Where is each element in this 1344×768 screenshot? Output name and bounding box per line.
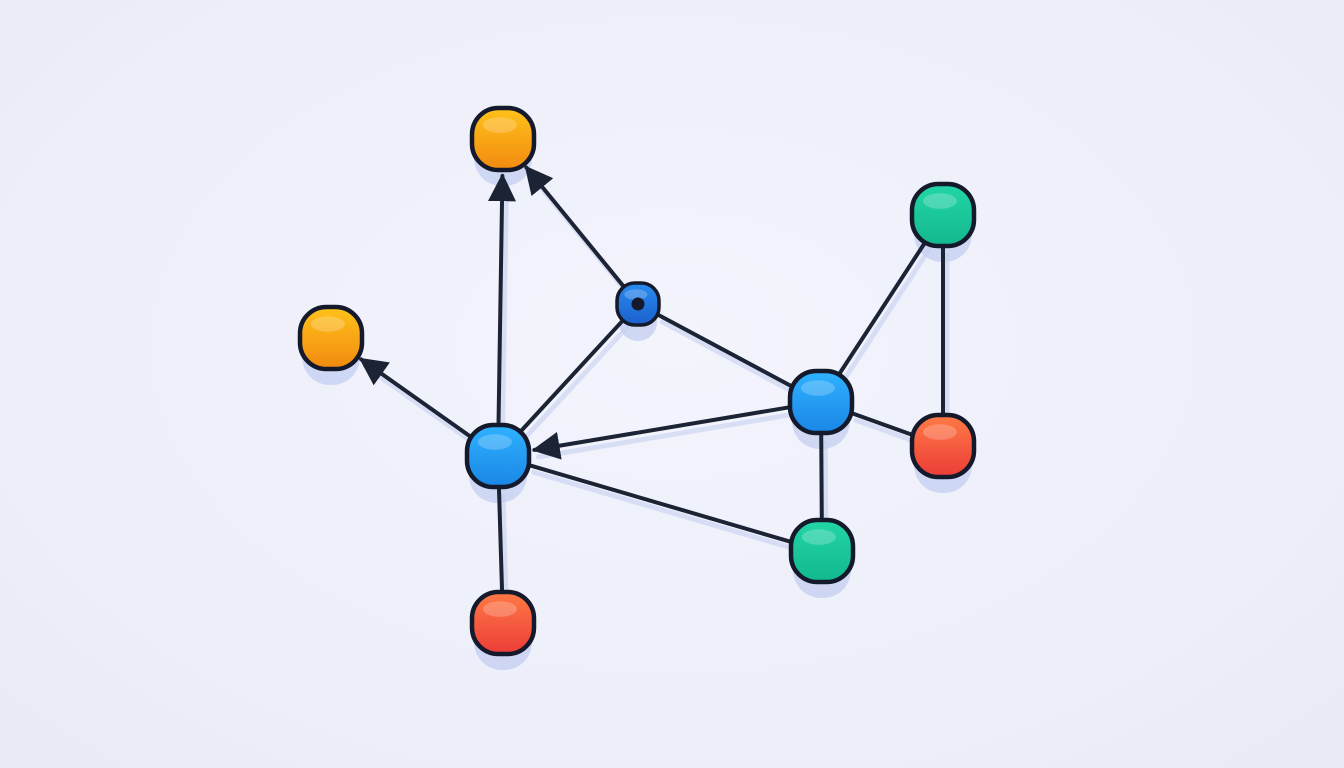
node-highlight	[477, 434, 512, 450]
node-body	[469, 105, 537, 173]
edge-layer	[358, 165, 945, 593]
node-highlight	[624, 289, 648, 300]
node-layer	[297, 105, 977, 657]
edge-n-blue-right-to-n-blue-left	[531, 405, 791, 460]
node-highlight	[800, 380, 835, 396]
edge-shadow	[500, 180, 509, 433]
edge-shadow	[659, 319, 799, 396]
node-orange-left[interactable]	[297, 304, 365, 372]
node-hub-small[interactable]	[615, 281, 661, 327]
edge-n-red-bottom-to-n-blue-left	[496, 486, 505, 593]
edge-n-teal-bottom-to-n-blue-left	[527, 463, 793, 544]
node-red-right[interactable]	[909, 412, 977, 480]
edge-shadow	[521, 325, 629, 442]
node-body	[297, 304, 365, 372]
node-body	[909, 412, 977, 480]
node-highlight	[310, 316, 345, 332]
node-red-bottom[interactable]	[469, 589, 537, 657]
edge-n-blue-left-to-n-orange-top	[488, 173, 517, 426]
edge-shadow	[535, 411, 795, 460]
edge-n-blue-left-to-n-hub-small	[518, 318, 625, 434]
node-highlight	[482, 117, 517, 133]
node-highlight	[922, 424, 957, 440]
edge-shadow	[853, 417, 919, 445]
node-blue-right[interactable]	[787, 368, 855, 436]
shadow-layer	[302, 124, 972, 670]
edge-n-hub-small-to-n-orange-top	[524, 165, 626, 289]
node-body	[788, 517, 856, 585]
node-blue-left[interactable]	[464, 422, 532, 490]
edge-shadow	[531, 469, 797, 552]
node-highlight	[922, 193, 957, 209]
edge-n-red-right-to-n-blue-right	[850, 411, 914, 437]
edge-shadow	[500, 493, 509, 600]
node-body	[469, 589, 537, 657]
node-body	[909, 181, 977, 249]
node-center-dot	[631, 297, 645, 311]
node-orange-top[interactable]	[469, 105, 537, 173]
node-teal-top[interactable]	[909, 181, 977, 249]
edge-n-blue-right-to-n-teal-top	[837, 240, 927, 377]
node-body	[464, 422, 532, 490]
edge-shadow	[362, 363, 478, 447]
node-highlight	[801, 529, 836, 545]
edge-n-teal-bottom-to-n-blue-right	[819, 432, 824, 521]
edge-shadow	[822, 439, 829, 528]
node-teal-bottom[interactable]	[788, 517, 856, 585]
node-highlight	[482, 601, 517, 617]
edge-n-hub-small-to-n-blue-right	[656, 312, 794, 389]
edge-shadow	[840, 247, 932, 384]
edge-n-blue-left-to-n-orange-left	[358, 357, 474, 439]
node-body	[787, 368, 855, 436]
